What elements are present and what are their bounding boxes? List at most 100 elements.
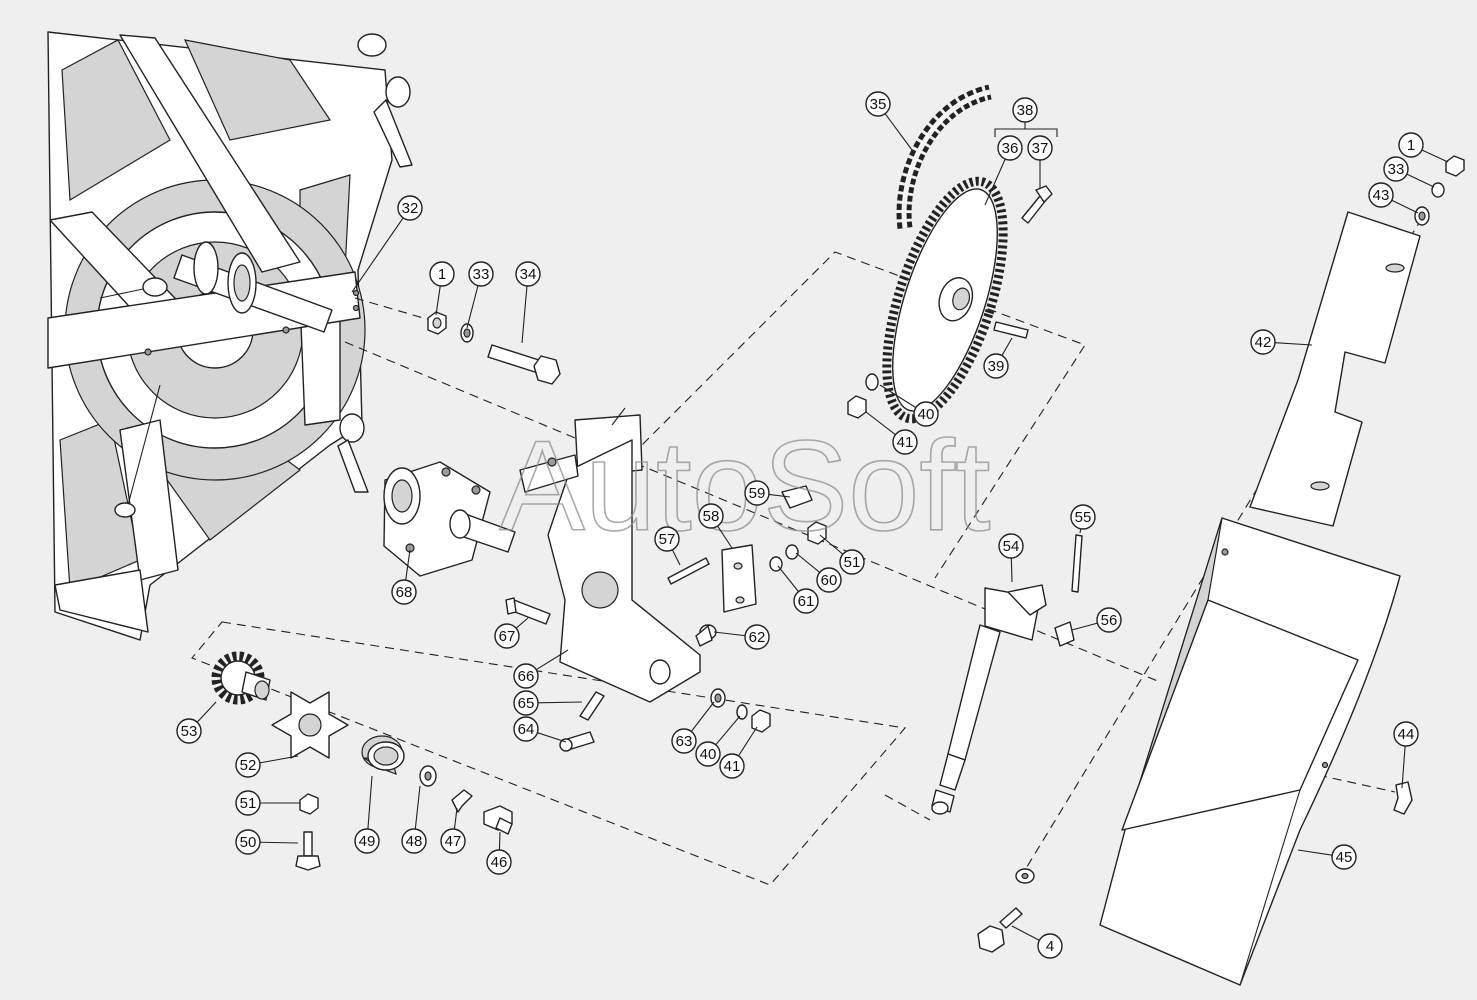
callout-number: 33 — [473, 266, 490, 283]
callout-33: 33 — [466, 261, 494, 329]
callout-number: 39 — [988, 358, 1005, 375]
callout-leader-line — [414, 785, 421, 830]
callout-number: 67 — [499, 628, 516, 645]
callout-number: 51 — [844, 554, 861, 571]
callout-number: 45 — [1336, 849, 1353, 866]
callout-leader-line — [367, 775, 373, 830]
callout-number: 32 — [402, 200, 419, 217]
callout-41: 41 — [865, 411, 918, 455]
callout-leader-line — [537, 701, 583, 704]
bolt-4 — [977, 868, 1035, 953]
callout-47: 47 — [440, 807, 466, 854]
callout-44: 44 — [1393, 721, 1419, 789]
callout-circle — [1368, 182, 1394, 208]
callout-65: 65 — [513, 690, 583, 716]
machine-frame — [47, 31, 413, 641]
callout-circle — [816, 567, 842, 593]
callout-leader-line — [435, 285, 441, 316]
washer-60 — [785, 544, 799, 560]
callout-number: 1 — [1407, 137, 1415, 154]
callout-circle — [1393, 721, 1419, 747]
callout-49: 49 — [354, 775, 380, 854]
callout-circle — [839, 549, 865, 575]
callout-62: 62 — [713, 624, 770, 650]
callout-number: 46 — [491, 854, 508, 871]
callout-60: 60 — [795, 552, 842, 593]
sprocket-53 — [211, 651, 271, 705]
callout-52: 52 — [235, 752, 299, 778]
callout-leader-line — [768, 493, 791, 498]
callout-number: 53 — [181, 723, 198, 740]
callout-number: 4 — [1046, 938, 1054, 955]
callout-number: 41 — [724, 758, 741, 775]
callout-circle — [354, 828, 380, 854]
callout-circle — [913, 401, 939, 427]
callout-circle — [494, 623, 520, 649]
callout-leader-line — [865, 411, 896, 436]
callout-leader-line — [466, 285, 479, 329]
callout-number: 47 — [445, 833, 462, 850]
callout-number: 65 — [518, 695, 535, 712]
callout-number: 43 — [1373, 187, 1390, 204]
callout-37: 37 — [1027, 135, 1053, 188]
callout-64: 64 — [513, 716, 567, 743]
callout-circle — [744, 624, 770, 650]
callout-50: 50 — [235, 829, 299, 855]
callout-leader-line — [1297, 849, 1333, 856]
callout-number: 35 — [870, 96, 887, 113]
callout-number: 33 — [1388, 161, 1405, 178]
callout-67: 67 — [494, 617, 529, 649]
washer-33 — [460, 323, 474, 343]
callout-number: 68 — [396, 584, 413, 601]
callout-number: 66 — [518, 668, 535, 685]
callout-circle — [1398, 132, 1424, 158]
callout-number: 1 — [438, 266, 446, 283]
callout-number: 50 — [240, 834, 257, 851]
washer-33-right — [1431, 182, 1445, 198]
callout-leader-line — [1071, 622, 1098, 631]
nut-1-right — [1445, 155, 1465, 177]
key-39 — [993, 321, 1029, 339]
callout-circle — [486, 849, 512, 875]
callout-circle — [235, 790, 261, 816]
callout-circle — [401, 828, 427, 854]
callout-circle — [468, 261, 494, 287]
callout-number: 56 — [1101, 612, 1118, 629]
callout-circle — [1250, 329, 1276, 355]
callout-circle — [892, 429, 918, 455]
callout-number: 40 — [918, 406, 935, 423]
callout-circle — [998, 533, 1024, 559]
callout-leader-line — [1079, 528, 1082, 534]
callout-circle — [513, 690, 539, 716]
callout-leader-line — [259, 841, 299, 844]
callout-number: 37 — [1032, 140, 1049, 157]
washer-43 — [1414, 206, 1430, 226]
callout-68: 68 — [391, 549, 417, 605]
washer-48 — [419, 765, 437, 787]
callout-1: 1 — [429, 261, 455, 316]
nut-51-lower — [299, 793, 319, 815]
callout-number: 58 — [703, 508, 720, 525]
washer-40-top — [865, 373, 879, 391]
callout-circle — [793, 588, 819, 614]
callout-leader-line — [521, 285, 528, 344]
callout-circle — [397, 195, 423, 221]
callout-51: 51 — [235, 790, 300, 816]
bolt-67 — [505, 597, 551, 625]
callout-leader-line — [717, 525, 733, 549]
callout-leader-line — [713, 631, 746, 637]
callout-number: 51 — [240, 795, 257, 812]
callout-circle — [654, 526, 680, 552]
bolt-34 — [487, 344, 561, 385]
bolt-50 — [295, 831, 321, 871]
callout-leader-line — [777, 565, 799, 592]
callout-circle — [1096, 607, 1122, 633]
callout-1: 1 — [1398, 132, 1449, 163]
callout-leader-line — [1391, 199, 1419, 214]
callout-circle — [1027, 135, 1053, 161]
callout-circle — [671, 728, 697, 754]
callout-leader-line — [671, 549, 681, 566]
callout-leader-line — [515, 617, 529, 629]
